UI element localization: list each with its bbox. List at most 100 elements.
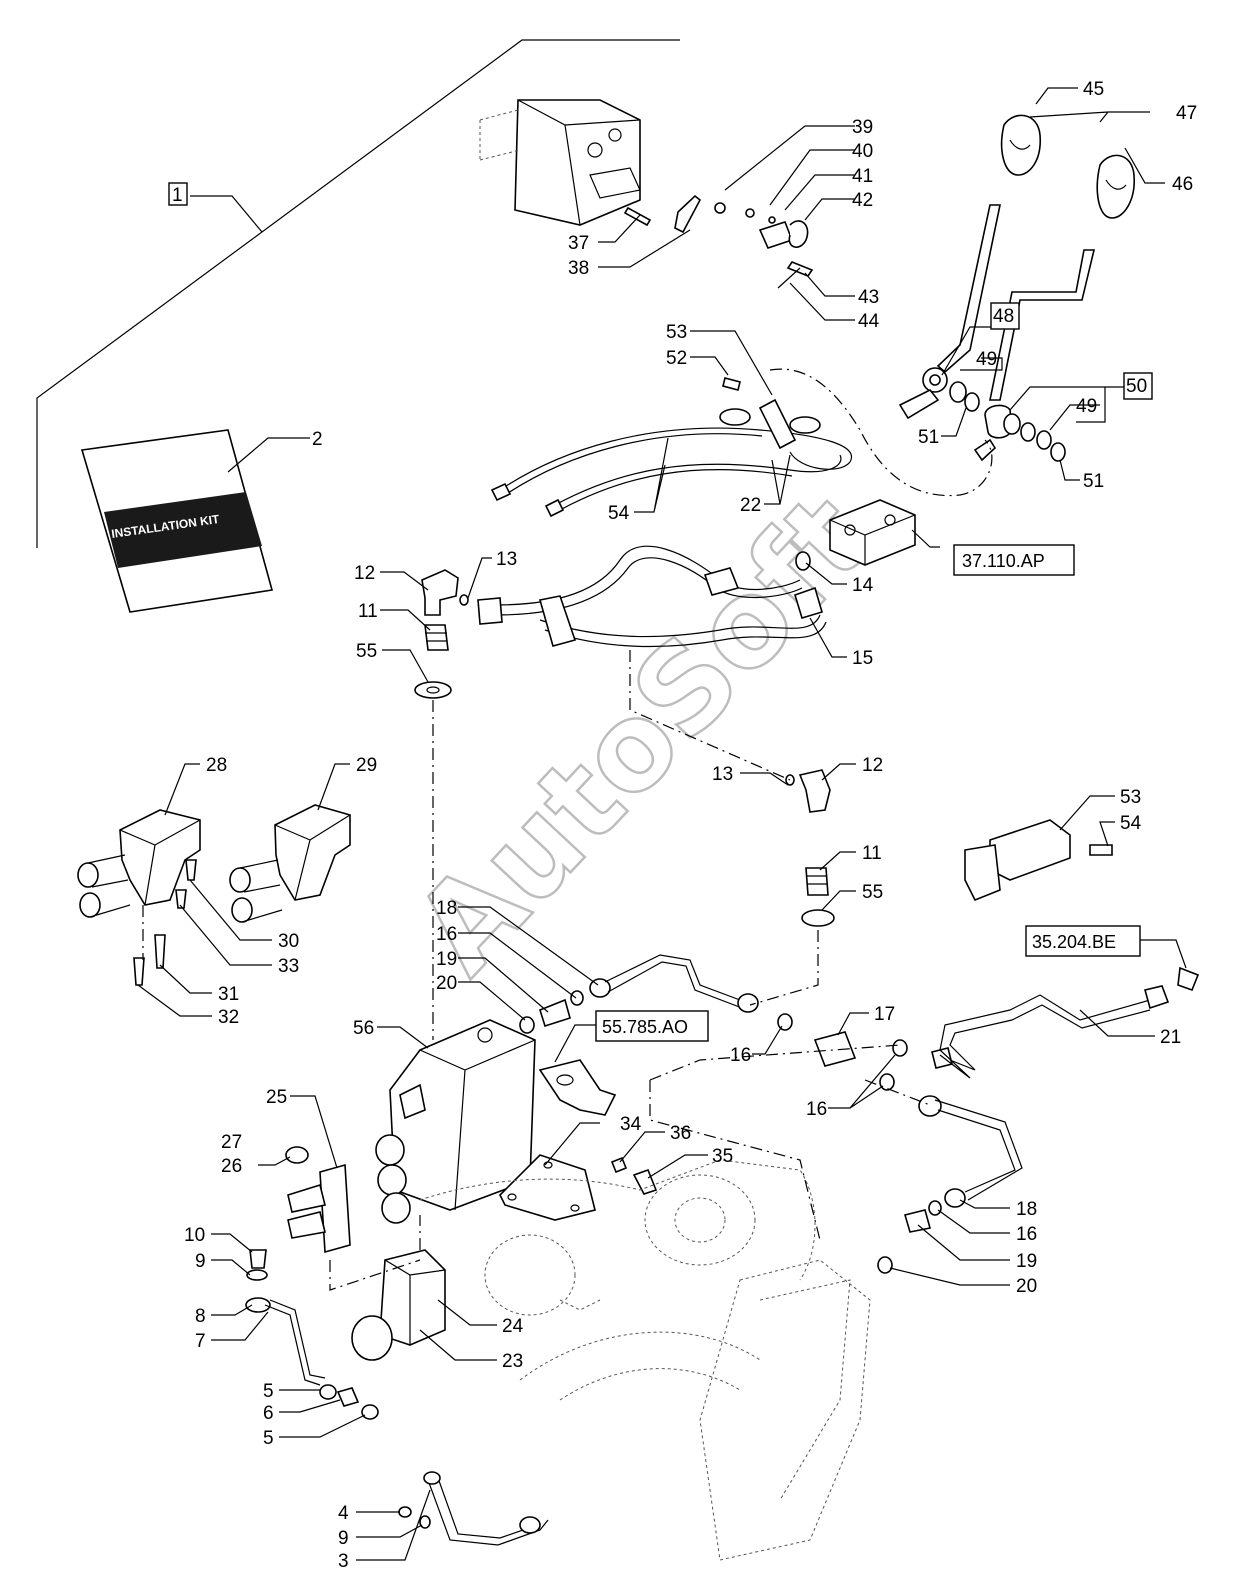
label-16a: 16 xyxy=(436,924,457,945)
kit-group-frame xyxy=(36,39,680,548)
label-29: 29 xyxy=(356,755,377,776)
label-19b: 19 xyxy=(1016,1251,1037,1272)
label-47: 47 xyxy=(1176,103,1197,124)
label-52: 52 xyxy=(666,348,687,369)
linkage-parts xyxy=(623,194,814,289)
centre-lines xyxy=(142,650,931,1291)
label-55a: 55 xyxy=(356,641,377,662)
left-fittings xyxy=(414,569,469,699)
label-16b: 16 xyxy=(730,1045,751,1066)
control-lever-left xyxy=(898,114,1041,420)
label-18b: 18 xyxy=(1016,1199,1037,1220)
label-31: 31 xyxy=(218,984,239,1005)
ref-55785ao: 55.785.AO xyxy=(602,1017,688,1037)
label-48: 48 xyxy=(993,306,1014,327)
control-valve-block xyxy=(479,99,641,226)
label-9b: 9 xyxy=(338,1528,349,1549)
label-13b: 13 xyxy=(712,764,733,785)
label-11b: 11 xyxy=(862,843,882,864)
control-lever-right xyxy=(973,154,1135,462)
label-51b: 51 xyxy=(1083,471,1104,492)
label-20a: 20 xyxy=(436,973,457,994)
right-fittings xyxy=(785,769,835,927)
label-51a: 51 xyxy=(918,427,939,448)
label-32: 32 xyxy=(218,1007,239,1028)
leader-lines xyxy=(137,87,1187,1561)
label-3: 3 xyxy=(338,1551,349,1572)
label-1: 1 xyxy=(172,185,183,206)
label-22: 22 xyxy=(740,495,761,516)
label-2: 2 xyxy=(312,429,323,450)
label-56: 56 xyxy=(353,1018,374,1039)
label-12b: 12 xyxy=(862,755,883,776)
label-54a: 54 xyxy=(608,503,630,524)
label-11a: 11 xyxy=(358,601,378,622)
installation-manual: INSTALLATION KIT xyxy=(80,429,274,613)
label-9a: 9 xyxy=(195,1251,206,1272)
label-21: 21 xyxy=(1160,1027,1181,1048)
label-53b: 53 xyxy=(1120,787,1141,808)
label-5b: 5 xyxy=(263,1428,274,1449)
label-16c: 16 xyxy=(806,1099,827,1120)
label-37: 37 xyxy=(568,233,589,254)
label-49a: 49 xyxy=(976,349,997,370)
label-26: 26 xyxy=(221,1156,242,1177)
label-27: 27 xyxy=(221,1132,242,1153)
solenoid-valve xyxy=(351,1249,446,1361)
right-tubes xyxy=(519,954,1200,1274)
part-labels: 1 2 3 4 5 5 6 7 8 9 9 10 11 11 12 12 13 … xyxy=(172,79,1197,1572)
coupler-28 xyxy=(77,809,201,918)
connector-block xyxy=(285,1146,351,1254)
label-50: 50 xyxy=(1126,376,1147,397)
ref-35204be: 35.204.BE xyxy=(1032,932,1116,952)
label-39: 39 xyxy=(852,117,873,138)
label-53a: 53 xyxy=(666,322,687,343)
reference-labels: 37.110.AP 55.785.AO 35.204.BE xyxy=(602,551,1116,1037)
label-35: 35 xyxy=(712,1146,733,1167)
label-55b: 55 xyxy=(862,882,883,903)
label-8: 8 xyxy=(195,1306,206,1327)
label-5a: 5 xyxy=(263,1381,274,1402)
ref-37110ap: 37.110.AP xyxy=(962,551,1045,571)
label-20b: 20 xyxy=(1016,1276,1037,1297)
label-45: 45 xyxy=(1083,79,1104,100)
label-16d: 16 xyxy=(1016,1224,1037,1245)
label-19a: 19 xyxy=(436,949,457,970)
label-43: 43 xyxy=(858,287,879,308)
label-30: 30 xyxy=(278,931,299,952)
label-25: 25 xyxy=(266,1087,287,1108)
label-10: 10 xyxy=(184,1225,205,1246)
valve-stack xyxy=(375,1019,536,1224)
lever-bracket xyxy=(964,819,1113,902)
label-41: 41 xyxy=(852,166,873,187)
label-33: 33 xyxy=(278,956,299,977)
label-15: 15 xyxy=(852,648,873,669)
label-17: 17 xyxy=(874,1004,895,1025)
label-44: 44 xyxy=(858,311,880,332)
tractor-outline xyxy=(419,1159,871,1561)
label-4: 4 xyxy=(338,1503,349,1524)
label-28: 28 xyxy=(206,755,227,776)
reference-boxes xyxy=(168,182,1153,1042)
label-7: 7 xyxy=(195,1331,206,1352)
hose-assembly xyxy=(477,499,916,648)
mounting-plate xyxy=(499,1154,658,1221)
label-18a: 18 xyxy=(436,898,457,919)
label-54b: 54 xyxy=(1120,813,1142,834)
electrical-cables xyxy=(490,368,993,518)
label-14: 14 xyxy=(852,575,874,596)
label-40: 40 xyxy=(852,141,873,162)
label-6: 6 xyxy=(263,1403,274,1424)
label-24: 24 xyxy=(502,1316,524,1337)
label-42: 42 xyxy=(852,190,873,211)
coupler-29 xyxy=(229,804,351,923)
label-49b: 49 xyxy=(1076,396,1097,417)
label-23: 23 xyxy=(502,1351,523,1372)
label-12a: 12 xyxy=(354,563,375,584)
label-38: 38 xyxy=(568,258,589,279)
label-34: 34 xyxy=(620,1114,642,1135)
label-46: 46 xyxy=(1172,174,1193,195)
bracket-55785 xyxy=(538,1059,617,1116)
label-36: 36 xyxy=(670,1123,691,1144)
